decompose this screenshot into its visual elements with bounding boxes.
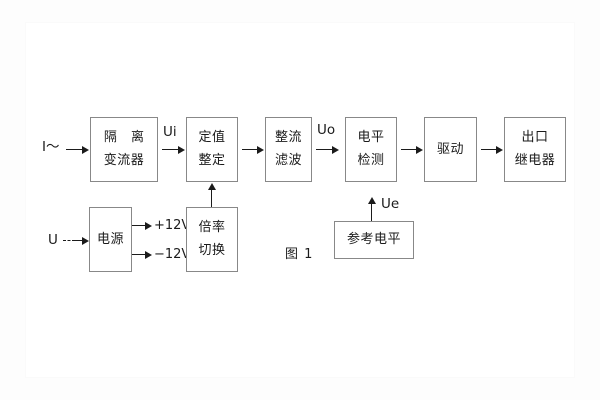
block-multiplier-switch-line1: 倍率 bbox=[198, 220, 226, 236]
setting-to-rectifier-connector bbox=[242, 149, 258, 150]
ue-arrowhead bbox=[367, 197, 376, 204]
block-rectifier-filter-line2: 滤波 bbox=[274, 153, 302, 168]
ui-connector bbox=[162, 149, 179, 150]
minus12v-label: −12V bbox=[154, 247, 191, 262]
plus12v-arrowhead bbox=[145, 221, 152, 230]
block-output-relay-line2: 继电器 bbox=[514, 153, 556, 168]
block-reference-level-line1: 参考电平 bbox=[346, 232, 401, 248]
block-isolation-ct[interactable]: 隔 离 变流器 bbox=[90, 117, 158, 182]
input-voltage-connector bbox=[72, 240, 83, 241]
multiplier-to-setting-connector bbox=[211, 189, 212, 207]
block-power-supply[interactable]: 电源 bbox=[89, 207, 132, 272]
input-current-label: I～ bbox=[42, 139, 60, 155]
input-current-connector bbox=[66, 149, 83, 150]
block-level-detect-line1: 电平 bbox=[357, 130, 385, 146]
drive-to-output-arrowhead bbox=[496, 145, 503, 154]
multiplier-to-setting-arrowhead bbox=[207, 183, 216, 190]
block-level-detect-line2: 检测 bbox=[357, 153, 385, 168]
ui-label: Ui bbox=[163, 124, 177, 140]
setting-to-rectifier-arrowhead bbox=[257, 145, 264, 154]
block-setting-line1: 定值 bbox=[198, 130, 226, 146]
block-output-relay[interactable]: 出口 继电器 bbox=[504, 117, 566, 182]
block-multiplier-switch[interactable]: 倍率 切换 bbox=[186, 207, 238, 272]
level-detect-to-drive-arrowhead bbox=[416, 145, 423, 154]
ue-label: Ue bbox=[381, 196, 400, 212]
figure-caption: 图 1 bbox=[285, 247, 314, 262]
uo-arrowhead bbox=[332, 145, 339, 154]
block-level-detect[interactable]: 电平 检测 bbox=[345, 117, 397, 182]
input-voltage-label: U bbox=[48, 232, 58, 248]
block-isolation-ct-line1: 隔 离 bbox=[103, 130, 150, 146]
ue-connector bbox=[371, 203, 372, 221]
block-isolation-ct-line2: 变流器 bbox=[103, 153, 145, 168]
diagram-frame bbox=[25, 22, 575, 378]
minus12v-arrowhead bbox=[145, 250, 152, 259]
ui-arrowhead bbox=[178, 145, 185, 154]
block-drive-line1: 驱动 bbox=[436, 141, 464, 157]
block-drive[interactable]: 驱动 bbox=[424, 117, 477, 182]
block-rectifier-filter[interactable]: 整流 滤波 bbox=[265, 117, 312, 182]
drive-to-output-connector bbox=[481, 149, 497, 150]
block-reference-level[interactable]: 参考电平 bbox=[334, 221, 414, 259]
block-setting-line2: 整定 bbox=[198, 153, 226, 168]
uo-connector bbox=[316, 149, 333, 150]
minus12v-connector bbox=[132, 254, 146, 255]
block-output-relay-line1: 出口 bbox=[521, 130, 549, 146]
input-voltage-arrowhead bbox=[82, 236, 89, 245]
uo-label: Uo bbox=[317, 122, 336, 138]
input-voltage-dashed-connector bbox=[63, 240, 75, 241]
plus12v-label: +12V bbox=[154, 218, 191, 233]
plus12v-connector bbox=[132, 225, 146, 226]
block-rectifier-filter-line1: 整流 bbox=[274, 130, 302, 146]
input-current-arrowhead bbox=[82, 145, 89, 154]
level-detect-to-drive-connector bbox=[401, 149, 417, 150]
block-power-supply-line1: 电源 bbox=[96, 231, 124, 247]
block-setting[interactable]: 定值 整定 bbox=[186, 117, 238, 182]
block-multiplier-switch-line2: 切换 bbox=[198, 243, 226, 258]
